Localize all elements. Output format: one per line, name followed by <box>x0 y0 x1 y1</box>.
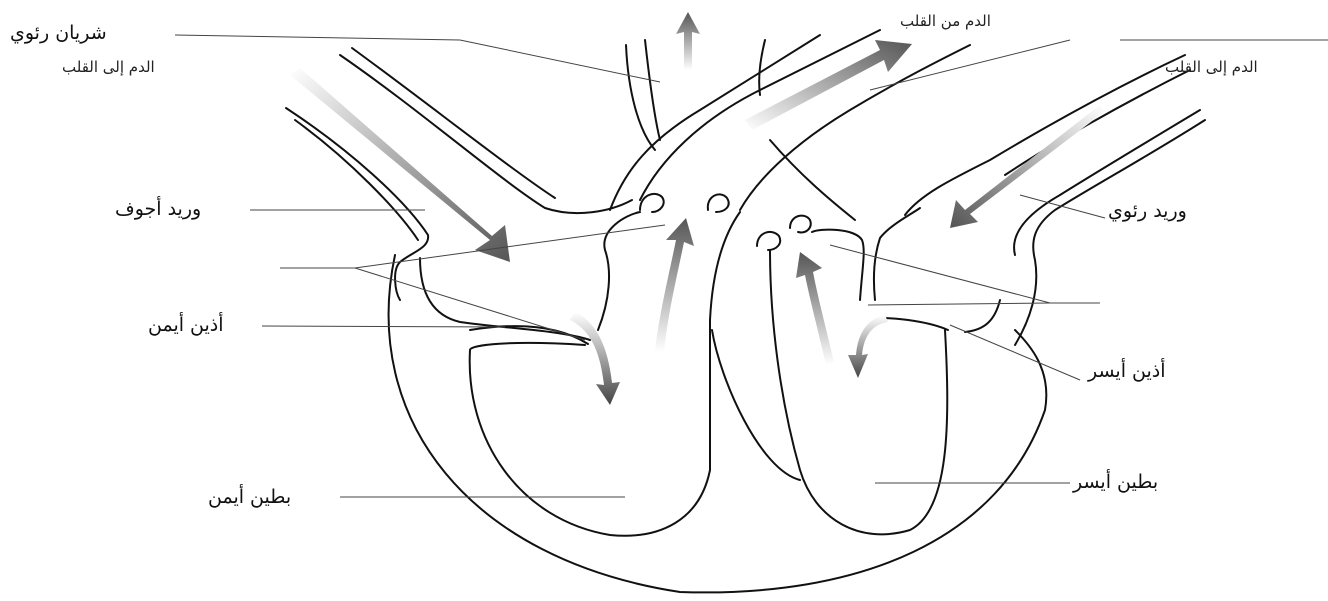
left-atrium-wall-2 <box>874 208 920 300</box>
valve-left <box>640 194 664 212</box>
flow-arrows <box>290 12 1104 405</box>
pulmonary-vein-lower <box>1014 110 1200 255</box>
arrow-left-atrium-down <box>848 315 888 378</box>
vena-cava-outer-wall <box>286 108 428 300</box>
label-blood-to-heart-left: الدم إلى القلب <box>62 60 155 75</box>
valve-middle <box>708 194 729 212</box>
label-left-ventricle: بطين أيسر <box>1073 473 1158 492</box>
arrow-pulmonary-top <box>676 12 700 70</box>
pulmonary-trunk-right <box>645 40 660 140</box>
label-blood-from-heart: الدم من القلب <box>900 14 991 29</box>
valve-right-b <box>790 216 811 233</box>
label-blood-to-heart-right: الدم إلى القلب <box>1165 60 1258 75</box>
label-left-atrium: أذين أيسر <box>1088 362 1166 381</box>
vena-cava-inner-wall-2 <box>295 120 418 240</box>
leader-valves-b <box>355 225 665 268</box>
left-atrium-floor <box>880 318 948 330</box>
label-pulmonary-artery: شريان رئوي <box>10 24 107 43</box>
valve-right-a <box>757 232 780 250</box>
leader-pulmonary-artery <box>175 35 460 40</box>
pulmonary-vein-upper <box>905 55 1185 215</box>
left-atrium-top <box>770 140 855 220</box>
label-pulmonary-vein: وريد رئوي <box>1108 202 1187 221</box>
right-ventricle-inner <box>470 320 710 536</box>
septum-right <box>710 212 740 320</box>
leader-right-atrium <box>262 326 505 327</box>
left-atrium-right <box>965 300 1000 332</box>
label-right-ventricle: بطين أيمن <box>208 488 291 507</box>
leader-left-valves-c <box>868 303 1050 305</box>
leader-left-atrium <box>950 325 1080 380</box>
leader-pulmonary-artery-2 <box>460 40 660 82</box>
arrow-left-ventricle-up <box>796 252 834 365</box>
aorta-left-edge <box>610 35 820 210</box>
label-right-atrium: أذين أيمن <box>148 316 224 335</box>
left-atrium-wall <box>812 230 864 300</box>
arrow-vena-cava <box>290 68 510 262</box>
arrow-right-ventricle-up <box>655 218 694 352</box>
pulmonary-branch <box>759 40 765 95</box>
left-ventricle-septum <box>712 330 800 480</box>
vena-cava-inner-wall <box>340 55 632 213</box>
right-atrium-wall <box>420 258 590 340</box>
arrow-right-atrium-down <box>570 312 620 405</box>
left-ventricle-inner <box>770 250 947 534</box>
vena-cava-outer-edge <box>352 48 555 198</box>
pulmonary-trunk-left <box>626 45 655 150</box>
label-vena-cava: وريد أجوف <box>115 200 201 219</box>
arrow-pulmonary-vein <box>950 105 1104 228</box>
